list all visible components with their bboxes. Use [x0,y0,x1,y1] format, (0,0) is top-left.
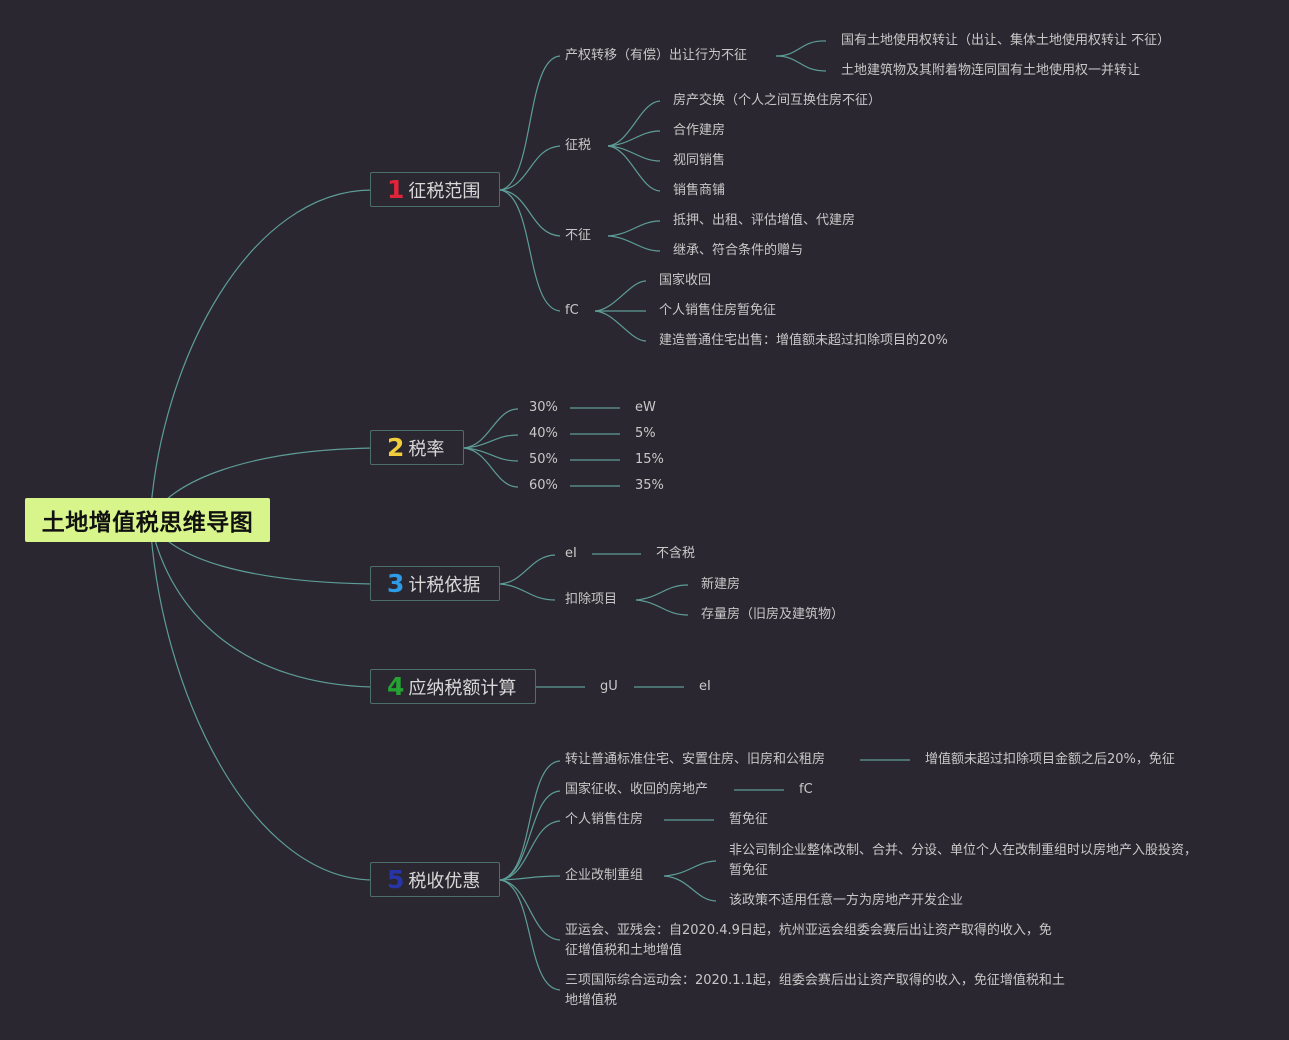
b1-taxed-item-1[interactable]: 房产交换（个人之间互换住房不征） [673,93,882,108]
b1-not-taxed-item-1[interactable]: 抵押、出租、评估增值、代建房 [673,213,856,228]
b5-topic-state-acquired[interactable]: 国家征收、收回的房地产 [565,782,709,797]
branch-5-number: 5 [387,865,405,894]
branch-4-node[interactable]: 4 应纳税额计算 [370,669,536,704]
b3-deduction-item-2[interactable]: 存量房（旧房及建筑物） [701,607,845,622]
b5-restructuring-item-1[interactable]: 非公司制企业整体改制、合并、分设、单位个人在改制重组时以房地产入股投资，暂免征 [729,843,1198,878]
branch-4-number: 4 [387,672,405,701]
b5-housing-item-1[interactable]: 增值额未超过扣除项目金额之后20%，免征 [925,752,1175,767]
b5-personal-sale-item-1[interactable]: 暂免征 [729,812,769,827]
b1-topic-taxed[interactable]: 征税 [565,138,592,153]
b3-topic-income[interactable]: eI [565,546,577,561]
b3-topic-deductions[interactable]: 扣除项目 [565,592,618,607]
branch-1-label: 征税范围 [408,180,481,202]
b5-topic-asian-games[interactable]: 亚运会、亚残会：自2020.4.9日起，杭州亚运会组委会赛后出让资产取得的收入，… [565,923,1052,958]
b1-exempt-item-1[interactable]: 国家收回 [659,273,712,288]
b1-taxed-item-4[interactable]: 销售商铺 [673,183,726,198]
b5-topic-personal-sale[interactable]: 个人销售住房 [565,812,644,827]
b1-taxed-item-2[interactable]: 合作建房 [673,123,726,138]
b1-exempt-item-2[interactable]: 个人销售住房暂免征 [659,303,777,318]
b2-deduct-3[interactable]: 15% [635,452,664,467]
b2-rate-4[interactable]: 60% [529,478,558,493]
b1-topic-exempt[interactable]: fC [565,303,579,318]
b1-transfer-item-2[interactable]: 土地建筑物及其附着物连同国有土地使用权一并转让 [841,63,1141,78]
b5-topic-housing[interactable]: 转让普通标准住宅、安置住房、旧房和公租房 [565,752,826,767]
branch-5-label: 税收优惠 [408,870,481,892]
b2-rate-1[interactable]: 30% [529,400,558,415]
branch-5-node[interactable]: 5 税收优惠 [370,862,500,897]
b1-taxed-item-3[interactable]: 视同销售 [673,153,726,168]
b5-topic-intl-games[interactable]: 三项国际综合运动会：2020.1.1起，组委会赛后出让资产取得的收入，免征增值税… [565,973,1065,1008]
b3-income-item-1[interactable]: 不含税 [656,546,696,561]
branch-3-label: 计税依据 [408,574,481,596]
b2-deduct-2[interactable]: 5% [635,426,656,441]
b1-topic-transfer[interactable]: 产权转移（有偿）出让行为不征 [565,48,748,63]
b2-deduct-1[interactable]: eW [635,400,656,415]
b5-restructuring-item-2[interactable]: 该政策不适用任意一方为房地产开发企业 [729,893,964,908]
b5-topic-restructuring[interactable]: 企业改制重组 [565,868,644,883]
branch-4-label: 应纳税额计算 [408,677,517,699]
b5-state-acquired-item-1[interactable]: fC [799,782,813,797]
branch-1-number: 1 [387,175,405,204]
b2-rate-3[interactable]: 50% [529,452,558,467]
branch-2-label: 税率 [408,438,445,460]
b1-transfer-item-1[interactable]: 国有土地使用权转让（出让、集体土地使用权转让 不征） [841,33,1171,48]
b1-not-taxed-item-2[interactable]: 继承、符合条件的赠与 [673,243,804,258]
branch-3-number: 3 [387,569,405,598]
branch-1-node[interactable]: 1 征税范围 [370,172,500,207]
b2-rate-2[interactable]: 40% [529,426,558,441]
b3-deduction-item-1[interactable]: 新建房 [701,577,741,592]
b1-topic-not-taxed[interactable]: 不征 [565,228,592,243]
b4-topic-formula[interactable]: gU [600,679,618,694]
branch-3-node[interactable]: 3 计税依据 [370,566,500,601]
branch-2-node[interactable]: 2 税率 [370,430,464,465]
b4-formula-item-1[interactable]: eI [699,679,711,694]
b2-deduct-4[interactable]: 35% [635,478,664,493]
branch-2-number: 2 [387,433,405,462]
root-node[interactable]: 土地增值税思维导图 [25,498,270,542]
b1-exempt-item-3[interactable]: 建造普通住宅出售：增值额未超过扣除项目的20% [659,333,948,348]
